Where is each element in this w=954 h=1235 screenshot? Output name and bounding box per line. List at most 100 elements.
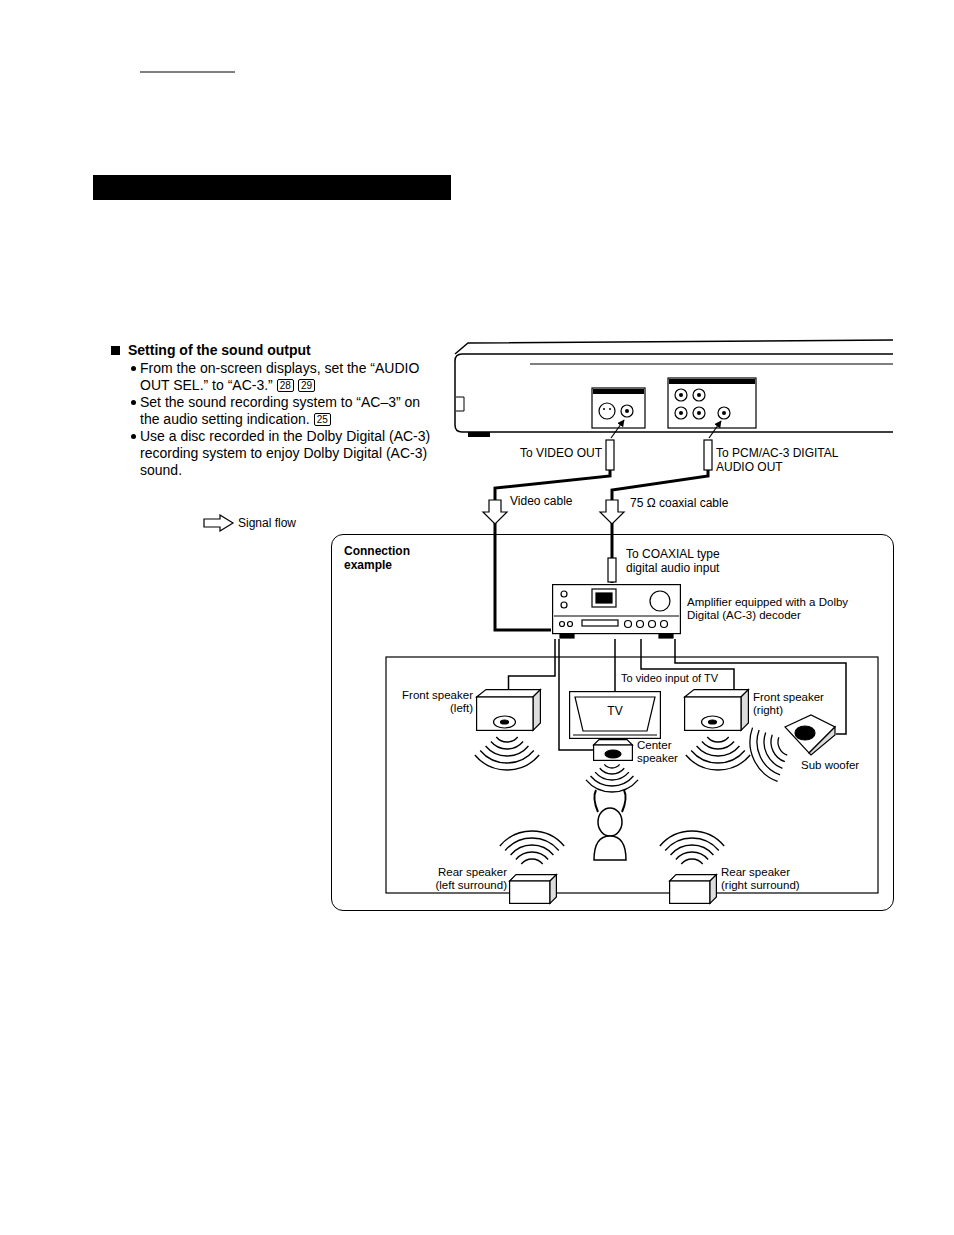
speaker-wire	[614, 639, 616, 691]
speaker-wire	[509, 639, 556, 689]
sound-wave	[505, 838, 559, 851]
cable-plug	[606, 440, 614, 470]
speaker-side	[550, 875, 556, 904]
sound-wave	[691, 750, 745, 763]
sound-waves	[475, 728, 787, 864]
jack-pin	[697, 411, 701, 415]
front-speaker: Front speaker (right)	[684, 689, 749, 731]
speaker-top	[685, 690, 749, 697]
node-shape	[476, 689, 541, 731]
amp-body	[553, 585, 681, 634]
node-shape	[684, 689, 749, 731]
video-jack	[621, 405, 633, 417]
node-shape	[593, 739, 633, 761]
sound-wave	[707, 737, 728, 742]
jack-pin	[625, 409, 629, 413]
amp-button	[661, 621, 668, 628]
bullet-dot	[131, 366, 136, 371]
node-shape	[781, 713, 836, 755]
sound-wave	[521, 859, 542, 864]
speaker-cone-center	[501, 720, 509, 724]
bullet-text: Use a disc recorded in the Dolby Digital…	[140, 428, 430, 478]
cable-plug	[704, 440, 712, 470]
player-body	[455, 354, 893, 432]
sound-wave	[660, 831, 724, 846]
s-video-jack	[599, 403, 615, 419]
listener	[594, 790, 626, 860]
amp-divider	[554, 615, 679, 616]
page-reference: 29	[298, 379, 315, 392]
sound-wave	[676, 852, 708, 860]
sound-wave	[771, 735, 785, 762]
page-reference: 28	[277, 379, 294, 392]
player-panel-edge	[530, 364, 893, 365]
legend-text: Signal flow	[238, 516, 296, 530]
signal-flow-arrow	[483, 500, 507, 524]
square-bullet	[111, 346, 120, 355]
listener-body	[594, 836, 626, 860]
room-outline	[386, 657, 878, 893]
sound-wave	[757, 730, 780, 775]
audio-jack	[693, 407, 705, 419]
jack-pin	[722, 411, 726, 415]
speaker-front	[594, 745, 633, 760]
amp-display	[592, 589, 616, 607]
node-label: Front speaker (right)	[753, 691, 838, 717]
node-shape	[669, 874, 717, 904]
speaker-cone-center	[709, 720, 717, 724]
tv-base	[573, 734, 657, 735]
sound-wave	[475, 755, 539, 770]
speaker-top	[670, 875, 717, 881]
speaker-front	[685, 697, 741, 730]
sound-wave	[665, 838, 719, 851]
sound-wave	[500, 831, 564, 846]
sound-wave	[604, 764, 619, 768]
heading-bar	[93, 175, 451, 200]
node-label: Amplifier equipped with a Dolby Digital …	[687, 596, 879, 622]
node-label: Sub woofer	[801, 759, 881, 772]
callout-label: 75 Ω coaxial cable	[630, 496, 728, 510]
speaker-side	[710, 875, 716, 904]
speaker-top	[594, 740, 633, 745]
edge-label: To video input of TV	[620, 672, 719, 685]
speaker-top	[510, 875, 557, 881]
amp-foot	[560, 634, 574, 638]
amp-foot	[659, 634, 673, 638]
node-shape	[509, 874, 557, 904]
sound-wave	[600, 768, 625, 774]
node-shape	[552, 584, 681, 639]
sound-wave	[750, 728, 778, 782]
amp-button	[625, 621, 632, 628]
jack-pin	[679, 393, 683, 397]
speaker-front	[510, 881, 550, 903]
sound-wave	[697, 746, 740, 756]
signal-flow-arrow	[600, 500, 624, 524]
instruction-list: Setting of the sound outputFrom the on-s…	[111, 342, 433, 479]
panel-strip	[593, 389, 644, 394]
listener-head	[598, 808, 622, 836]
connection-example-box: Connection exampleAmplifier equipped wit…	[331, 534, 894, 911]
player-foot	[468, 432, 490, 437]
cable-plug	[608, 558, 616, 582]
amp-display-inner	[596, 593, 612, 603]
jack-pin	[603, 408, 605, 410]
player-top	[455, 340, 893, 354]
node-label: Rear speaker (left surround)	[427, 866, 507, 892]
sound-wave	[591, 776, 634, 786]
callout-label: To COAXIAL type digital audio input	[626, 547, 744, 575]
legend-swatch	[203, 514, 235, 532]
sound-wave	[671, 845, 714, 855]
sound-wave	[595, 772, 629, 780]
speaker-cone	[702, 716, 724, 728]
audio-jack	[675, 389, 687, 401]
audio-panel	[668, 378, 756, 428]
plug-arrow	[611, 420, 624, 438]
plug-arrow	[709, 421, 721, 438]
sound-wave	[702, 741, 734, 749]
speaker-front	[477, 697, 533, 730]
amplifier: Amplifier equipped with a Dolby Digital …	[552, 584, 681, 639]
heading-text: Setting of the sound output	[128, 342, 311, 358]
